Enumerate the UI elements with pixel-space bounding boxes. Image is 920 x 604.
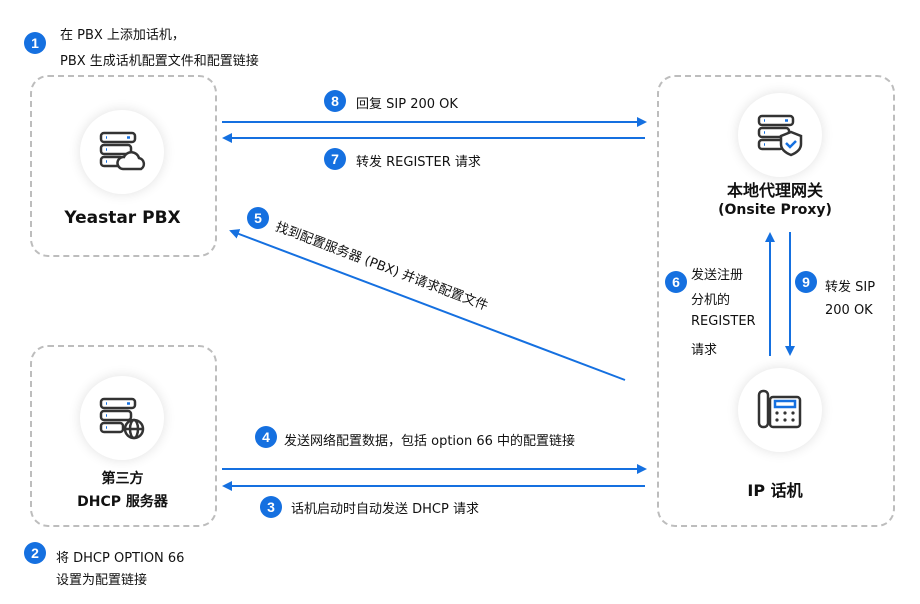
pbx-box [30,75,217,257]
proxy-sublabel: (Onsite Proxy) [718,202,832,218]
step-6-line3: REGISTER [691,314,756,329]
desk-phone-icon [738,368,822,452]
step-6-line1: 发送注册 [691,268,744,283]
step-6-line4: 请求 [691,343,718,358]
step-3-badge: 3 [260,496,282,518]
gateway-phone-box [657,75,895,527]
step-5-badge: 5 [247,207,269,229]
dhcp-box [30,345,217,527]
dhcp-label-2: DHCP 服务器 [77,494,168,510]
step-2-line2: 设置为配置链接 [56,573,148,588]
step-6-line2: 分机的 [691,293,731,308]
server-globe-icon [80,376,164,460]
dhcp-label-1: 第三方 [101,471,144,487]
step-9-line1: 转发 SIP [825,280,876,295]
phone-label: IP 话机 [747,481,803,500]
step-7-badge: 7 [324,148,346,170]
proxy-label: 本地代理网关 [726,181,823,200]
step-4-badge: 4 [255,426,277,448]
step-7-text: 转发 REGISTER 请求 [356,155,481,170]
step-1-badge: 1 [24,32,46,54]
step-1-line1: 在 PBX 上添加话机， [60,28,185,43]
step-9-badge: 9 [795,271,817,293]
server-cloud-icon [80,110,164,194]
step-6-badge: 6 [665,271,687,293]
server-shield-icon [738,93,822,177]
step-1-line2: PBX 生成话机配置文件和配置链接 [60,54,259,69]
step-2-line1: 将 DHCP OPTION 66 [56,551,185,566]
pbx-label: Yeastar PBX [64,208,181,228]
step-4-text: 发送网络配置数据，包括 option 66 中的配置链接 [284,434,576,449]
step-2-badge: 2 [24,542,46,564]
step-9-line2: 200 OK [825,303,873,318]
step-8-text: 回复 SIP 200 OK [356,97,458,112]
step-3-text: 话机启动时自动发送 DHCP 请求 [291,502,479,517]
step-8-badge: 8 [324,90,346,112]
arrow-5 [229,229,626,381]
